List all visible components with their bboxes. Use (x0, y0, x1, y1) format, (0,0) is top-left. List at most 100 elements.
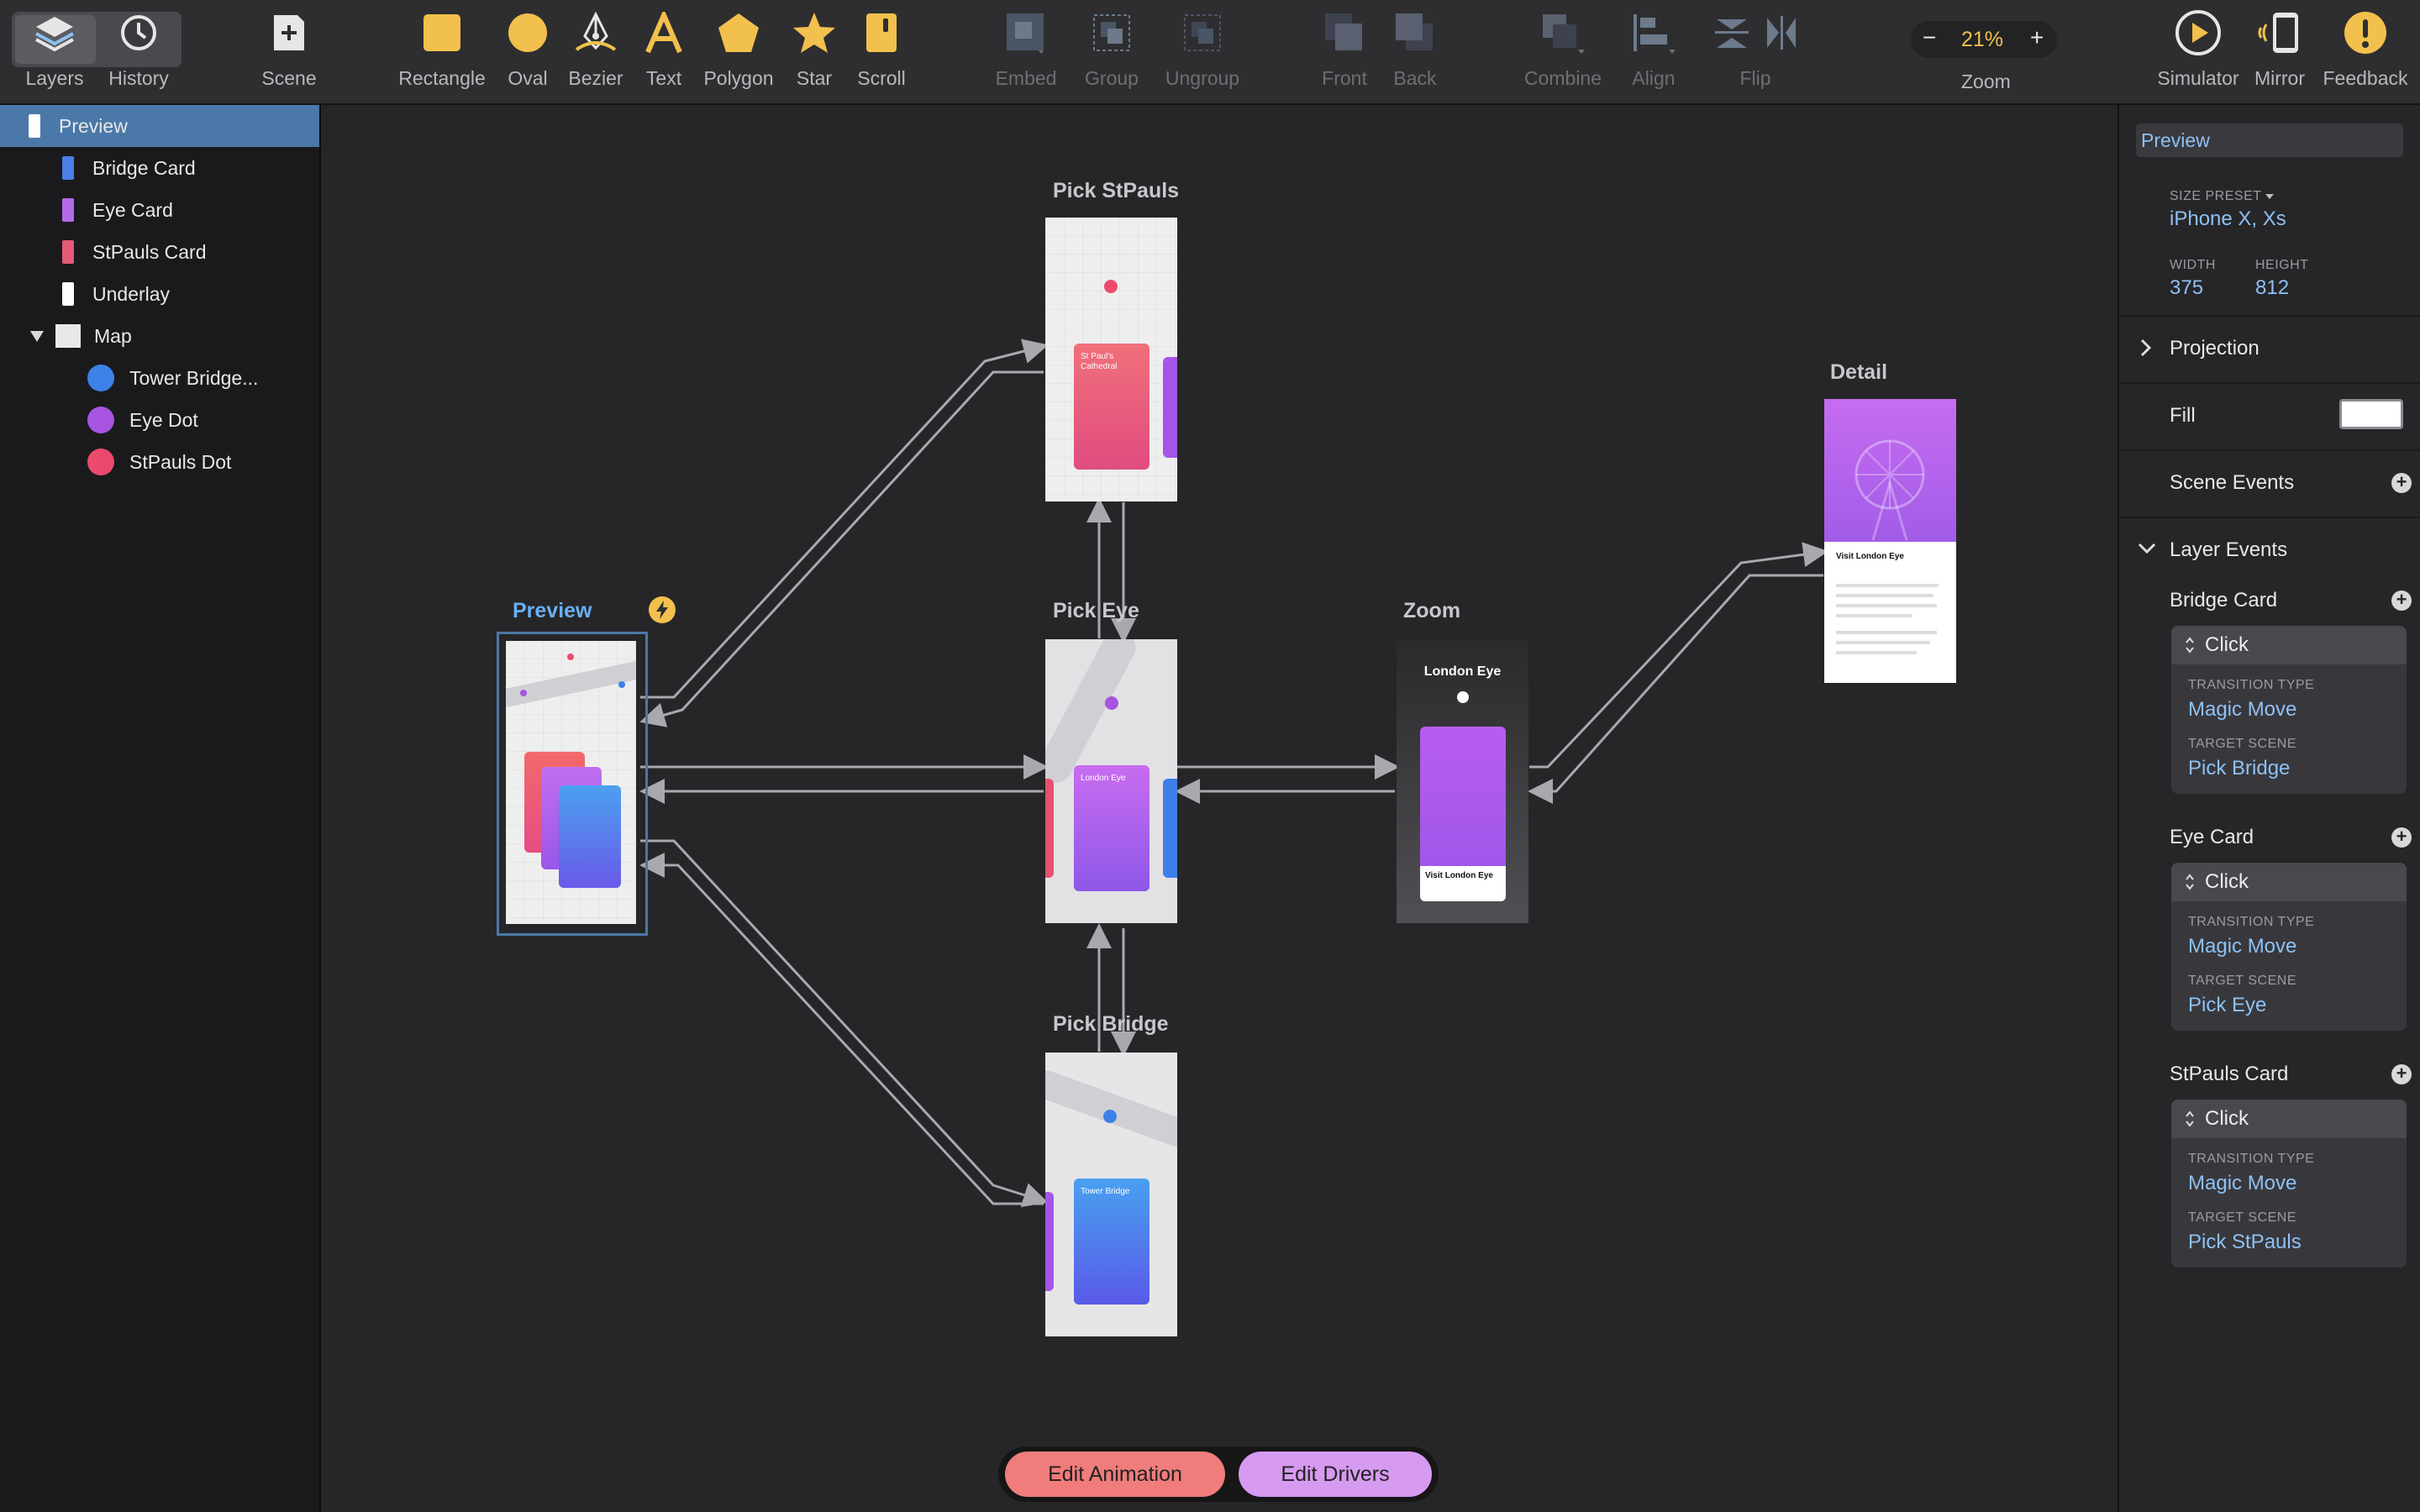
scene-title-preview[interactable]: Preview (513, 599, 592, 622)
scene-connections (639, 339, 1828, 1208)
edit-animation-button[interactable]: Edit Animation (1005, 1452, 1225, 1497)
target-scene-value[interactable]: Pick StPauls (2188, 1231, 2302, 1253)
transition-type-value[interactable]: Magic Move (2188, 698, 2297, 721)
scene-button[interactable]: Scene (252, 0, 326, 103)
scene-detail[interactable]: Visit London Eye (1824, 399, 1956, 683)
eye-card (1045, 1192, 1054, 1291)
front-button[interactable]: Front (1311, 0, 1378, 103)
polygon-tool[interactable]: Polygon (697, 0, 780, 103)
zoom-out-button[interactable]: − (1923, 24, 1937, 50)
scene-pick-eye[interactable]: London Eye (1045, 639, 1177, 923)
layer-row-eye-dot[interactable]: Eye Dot (0, 399, 319, 441)
layer-row-preview[interactable]: Preview (0, 105, 319, 147)
chevron-right-icon[interactable] (2139, 339, 2153, 357)
scene-title-pick-eye[interactable]: Pick Eye (1053, 599, 1139, 622)
fill-swatch[interactable] (2339, 399, 2403, 429)
back-button[interactable]: Back (1381, 0, 1449, 103)
height-label: HEIGHT (2255, 258, 2309, 272)
rectangle-tool[interactable]: Rectangle (395, 0, 489, 103)
layers-button[interactable]: Layers (20, 0, 89, 103)
scene-zoom[interactable]: London Eye Visit London Eye (1397, 639, 1528, 923)
eye-card (1163, 357, 1177, 458)
layer-row-stpauls-dot[interactable]: StPauls Dot (0, 441, 319, 483)
scene-title-pick-bridge[interactable]: Pick Bridge (1053, 1012, 1169, 1036)
scroll-icon (865, 0, 898, 66)
embed-button[interactable]: Embed (992, 0, 1060, 103)
group-button[interactable]: Group (1077, 0, 1146, 103)
add-scene-icon (271, 0, 308, 66)
layer-row-bridge-card[interactable]: Bridge Card (0, 147, 319, 189)
zoom-in-button[interactable]: + (2030, 24, 2044, 50)
dot-thumbnail (87, 407, 114, 433)
pen-icon (575, 0, 617, 66)
history-button[interactable]: History (104, 0, 173, 103)
bezier-tool[interactable]: Bezier (563, 0, 629, 103)
lightning-icon[interactable] (648, 596, 676, 624)
updown-chevron-icon (2186, 1110, 2194, 1127)
trigger-select[interactable]: Click (2171, 626, 2407, 664)
star-tool[interactable]: Star (786, 0, 842, 103)
layer-row-map[interactable]: Map (0, 315, 319, 357)
add-layer-event-icon[interactable]: + (2391, 591, 2412, 611)
eye-dot (1457, 691, 1469, 703)
projection-section[interactable]: Projection (2170, 337, 2260, 360)
rectangle-icon (421, 0, 463, 66)
target-scene-value[interactable]: Pick Eye (2188, 994, 2267, 1016)
play-icon (2175, 0, 2222, 66)
add-scene-event-icon[interactable]: + (2391, 473, 2412, 493)
stpauls-card (1045, 779, 1054, 878)
scene-pick-stpauls[interactable]: St Paul's Cathedral (1045, 218, 1177, 501)
trigger-select[interactable]: Click (2171, 1100, 2407, 1138)
scene-title-pick-stpauls[interactable]: Pick StPauls (1053, 179, 1180, 202)
canvas[interactable]: Preview Pick StPauls Pick Eye Pick Bridg… (321, 105, 2118, 1512)
stpauls-dot (567, 654, 574, 660)
event-layer-name: StPauls Card (2170, 1063, 2289, 1085)
width-value[interactable]: 375 (2170, 276, 2204, 299)
combine-button[interactable]: Combine (1518, 0, 1608, 103)
layer-row-eye-card[interactable]: Eye Card (0, 189, 319, 231)
scene-preview[interactable] (506, 641, 636, 924)
combine-icon (1538, 0, 1588, 66)
scene-pick-bridge[interactable]: Tower Bridge (1045, 1053, 1177, 1336)
card-thumbnail (62, 156, 74, 180)
target-scene-value[interactable]: Pick Bridge (2188, 757, 2291, 780)
event-layer-name: Bridge Card (2170, 589, 2278, 612)
layer-row-underlay[interactable]: Underlay (0, 273, 319, 315)
feedback-button[interactable]: Feedback (2321, 0, 2410, 103)
updown-chevron-icon (2186, 874, 2194, 890)
chevron-down-icon[interactable] (2264, 192, 2275, 201)
scroll-tool[interactable]: Scroll (849, 0, 914, 103)
size-preset-label: SIZE PRESET (2170, 189, 2262, 203)
transition-type-value[interactable]: Magic Move (2188, 1172, 2297, 1194)
scene-events-section: Scene Events (2170, 471, 2295, 494)
scene-title-zoom[interactable]: Zoom (1403, 599, 1461, 622)
eye-card-expanded: Visit London Eye (1420, 727, 1506, 901)
scene-title-detail[interactable]: Detail (1830, 360, 1888, 384)
updown-chevron-icon (2186, 637, 2194, 654)
scene-name-field[interactable]: Preview (2136, 123, 2403, 157)
height-value[interactable]: 812 (2255, 276, 2290, 299)
disclosure-triangle-icon[interactable] (29, 328, 45, 344)
feedback-icon (2343, 0, 2388, 66)
layer-row-tower-bridge-dot[interactable]: Tower Bridge... (0, 357, 319, 399)
transition-type-value[interactable]: Magic Move (2188, 935, 2297, 958)
text-tool[interactable]: Text (639, 0, 689, 103)
simulator-button[interactable]: Simulator (2154, 0, 2242, 103)
layer-row-stpauls-card[interactable]: StPauls Card (0, 231, 319, 273)
target-scene-label: TARGET SCENE (2188, 1210, 2296, 1225)
ungroup-button[interactable]: Ungroup (1163, 0, 1242, 103)
chevron-down-icon[interactable] (2138, 542, 2156, 555)
card-thumbnail (62, 240, 74, 264)
size-preset-value[interactable]: iPhone X, Xs (2170, 207, 2286, 230)
layers-panel: Preview Bridge Card Eye Card StPauls Car… (0, 105, 321, 1512)
add-layer-event-icon[interactable]: + (2391, 827, 2412, 848)
align-button[interactable]: Align (1620, 0, 1687, 103)
oval-tool[interactable]: Oval (501, 0, 555, 103)
mirror-button[interactable]: Mirror (2249, 0, 2311, 103)
flip-button[interactable]: Flip (1709, 0, 1802, 103)
ferris-wheel-icon (1854, 439, 1925, 541)
trigger-select[interactable]: Click (2171, 863, 2407, 901)
flip-icon (1712, 0, 1799, 66)
add-layer-event-icon[interactable]: + (2391, 1064, 2412, 1084)
edit-drivers-button[interactable]: Edit Drivers (1239, 1452, 1432, 1497)
